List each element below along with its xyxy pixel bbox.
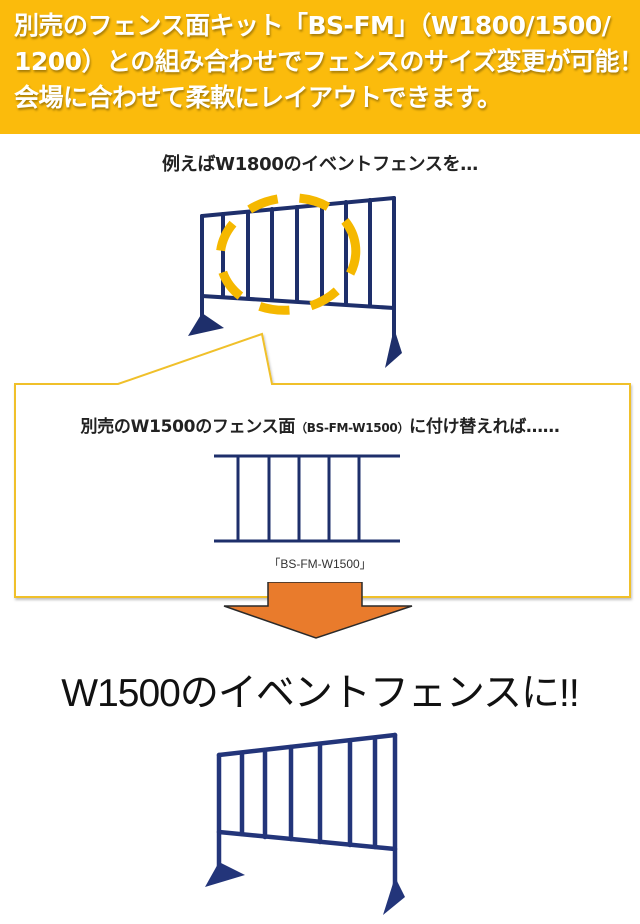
callout-text-before: 別売のW1500のフェンス面 [80, 417, 296, 437]
example-caption: 例えばW1800のイベントフェンスを… [162, 154, 478, 175]
header-line-2: 1200）との組み合わせでフェンスのサイズ変更が可能！ [14, 47, 640, 76]
fence-panel-w1500-icon [214, 454, 400, 543]
panel-label: 「BS-FM-W1500」 [268, 557, 372, 571]
callout-text: 別売のW1500のフェンス面（BS-FM-W1500）に付け替えれば…… [0, 412, 640, 437]
arrow-down-icon [223, 582, 413, 639]
callout-model-number: （BS-FM-W1500） [295, 421, 410, 435]
callout-text-after: に付け替えれば…… [409, 417, 560, 437]
fence-w1800-icon [188, 193, 402, 368]
result-title: W1500のイベントフェンスに!! [61, 672, 579, 715]
header-line-1: 別売のフェンス面キット「BS-FM」（W1800/1500/ [14, 11, 611, 40]
header-banner: 別売のフェンス面キット「BS-FM」（W1800/1500/ 1200）との組み… [0, 0, 640, 134]
header-line-3: 会場に合わせて柔軟にレイアウトできます。 [14, 83, 502, 112]
fence-w1500-icon [205, 732, 405, 915]
